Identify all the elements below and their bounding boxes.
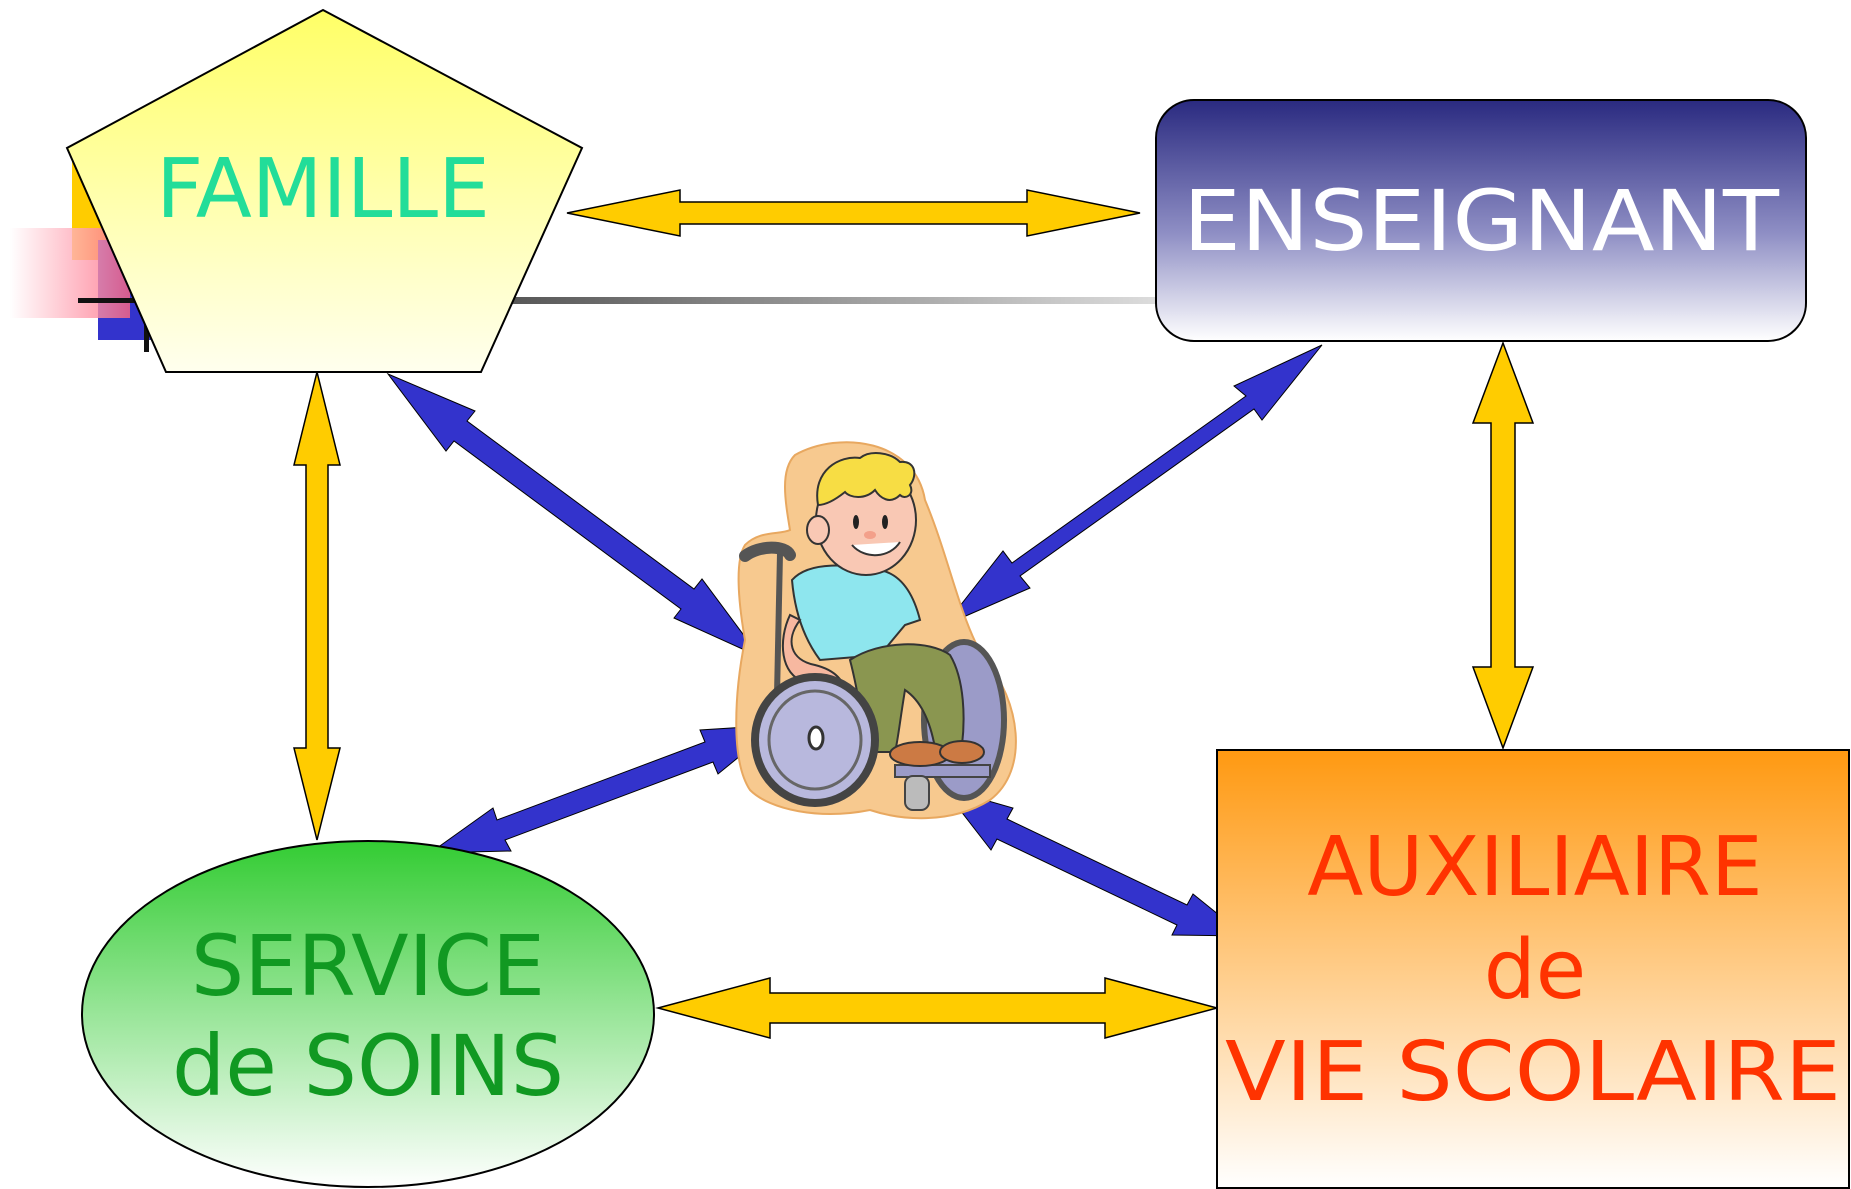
auxiliaire-label-line2: de <box>1484 923 1587 1018</box>
arrow-service-child <box>428 724 780 854</box>
node-famille: FAMILLE <box>65 8 584 373</box>
arrow-famille-enseignant <box>566 189 1141 237</box>
arrow-service-auxiliaire <box>655 977 1220 1039</box>
auxiliaire-label-line1: AUXILIAIRE <box>1307 820 1762 915</box>
arrow-famille-service <box>293 371 341 841</box>
node-service-de-soins: SERVICE de SOINS <box>81 840 655 1188</box>
arrow-famille-child <box>386 372 762 659</box>
auxiliaire-label-line3: VIE SCOLAIRE <box>1225 1025 1841 1120</box>
arrow-enseignant-child <box>944 344 1323 626</box>
arrow-enseignant-auxiliaire <box>1471 340 1535 751</box>
node-enseignant: ENSEIGNANT <box>1155 99 1807 342</box>
service-label-line2: de SOINS <box>172 1017 564 1115</box>
enseignant-label: ENSEIGNANT <box>1183 172 1780 270</box>
child-in-wheelchair-image <box>735 441 1017 820</box>
service-label-line1: SERVICE <box>191 917 545 1015</box>
arrow-auxiliaire-child <box>941 787 1247 937</box>
famille-label: FAMILLE <box>156 142 490 237</box>
node-auxiliaire: AUXILIAIRE de VIE SCOLAIRE <box>1216 749 1850 1189</box>
